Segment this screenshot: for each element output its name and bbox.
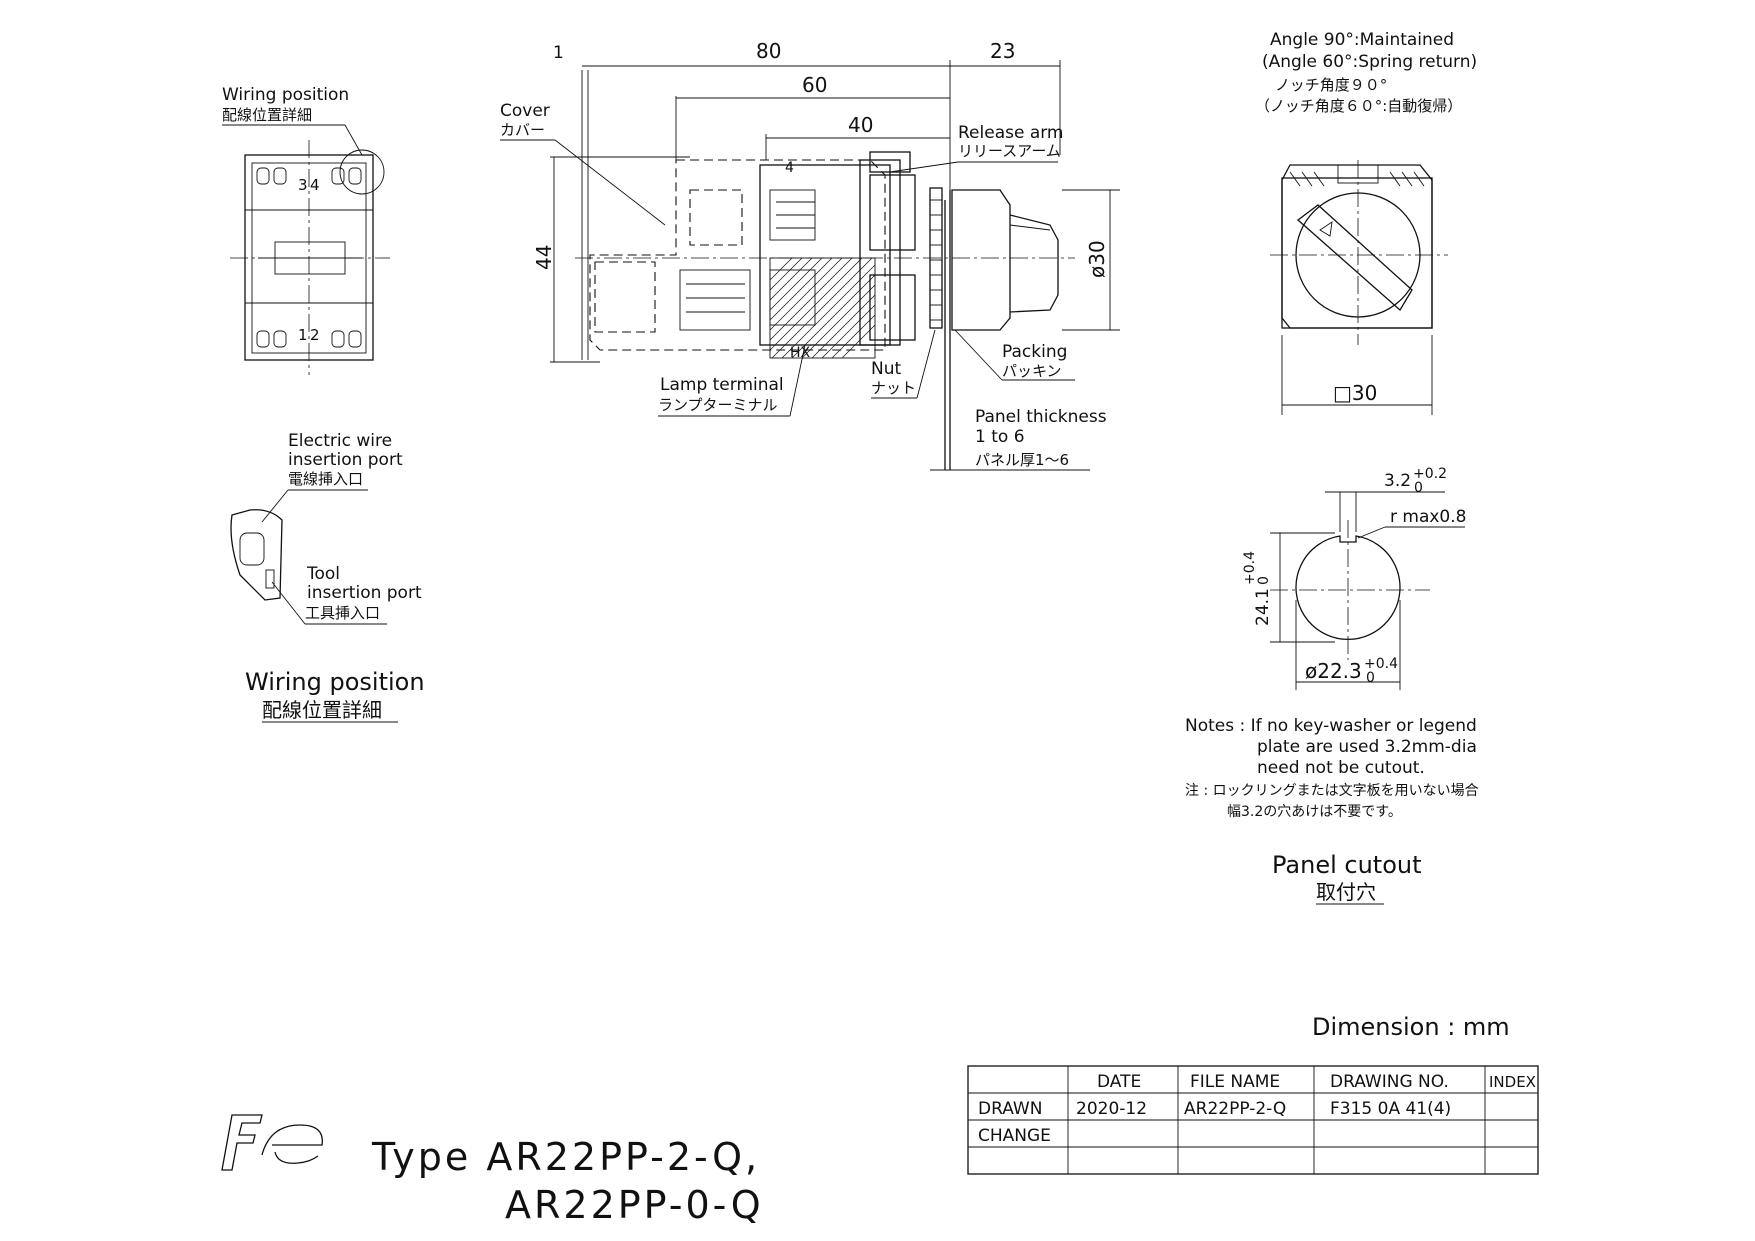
cut-width-tol-lower: 0 xyxy=(1414,480,1423,496)
notes-line-2: plate are used 3.2mm-dia xyxy=(1257,737,1477,757)
tb-header-drawing-no: DRAWING NO. xyxy=(1330,1072,1449,1092)
hatch-label: HX xyxy=(790,345,811,361)
tb-header-date: DATE xyxy=(1097,1072,1141,1092)
dim-44: 44 xyxy=(532,245,556,270)
dim-60: 60 xyxy=(802,73,827,97)
cut-height-tol-lower: 0 xyxy=(1256,576,1272,585)
panel-cutout: 3.2 +0.2 0 r max0.8 24.1 +0.4 0 ø22.3 +0… xyxy=(1185,466,1479,905)
panel-thickness-label-2: 1 to 6 xyxy=(975,427,1025,447)
wiring-position-small-label: Wiring position xyxy=(222,85,349,105)
release-arm-label: Release arm xyxy=(958,123,1064,143)
notes-line-jp-1: 注 : ロックリングまたは文字板を用いない場合 xyxy=(1185,783,1479,799)
terminal-2-label: 2 xyxy=(310,326,320,344)
panel-cutout-title: Panel cutout xyxy=(1272,851,1422,879)
notes-line-3: need not be cutout. xyxy=(1257,758,1425,778)
tb-drawn-file-name: AR22PP-2-Q xyxy=(1184,1099,1286,1119)
cut-width-tol-upper: +0.2 xyxy=(1413,466,1447,482)
side-view: 1 80 23 60 40 44 xyxy=(500,39,1120,471)
cut-height: 24.1 xyxy=(1253,588,1273,626)
panel-cutout-title-jp: 取付穴 xyxy=(1316,880,1376,904)
electric-wire-label-jp: 電線挿入口 xyxy=(288,470,363,488)
panel-thickness-label-jp: パネル厚1～6 xyxy=(975,451,1069,469)
terminal-4-label: 4 xyxy=(310,176,320,194)
notes-line-1: Notes : If no key-washer or legend xyxy=(1185,716,1477,736)
angle-spring-label: (Angle 60°:Spring return) xyxy=(1262,52,1477,72)
cut-radius: r max0.8 xyxy=(1390,507,1466,527)
terminal-3-label: 3 xyxy=(298,176,308,194)
wiring-position-title: Wiring position xyxy=(245,668,425,696)
cut-dia-tol-upper: +0.4 xyxy=(1364,656,1398,672)
electric-wire-label-2: insertion port xyxy=(288,450,403,470)
lamp-terminal-label-jp: ランプターミナル xyxy=(658,396,778,414)
tool-port-label: Tool xyxy=(306,564,340,584)
cut-dia-tol-lower: 0 xyxy=(1366,670,1375,686)
port-detail: Electric wire insertion port 電線挿入口 Tool … xyxy=(230,431,425,723)
cut-width: 3.2 xyxy=(1384,471,1411,491)
lamp-terminal-label: Lamp terminal xyxy=(660,375,784,395)
dim-40: 40 xyxy=(848,113,873,137)
type-line-1: Type AR22PP-2-Q, xyxy=(371,1135,760,1179)
terminal-1-label: 1 xyxy=(298,326,308,344)
title-block: DATE FILE NAME DRAWING NO. INDEX DRAWN 2… xyxy=(967,1065,1539,1175)
dim-dia30: ø30 xyxy=(1085,240,1109,278)
front-view: Angle 90°:Maintained (Angle 60°:Spring r… xyxy=(1255,30,1477,415)
electric-wire-label: Electric wire xyxy=(288,431,392,451)
nut-label: Nut xyxy=(871,359,901,379)
cut-height-tol-upper: +0.4 xyxy=(1242,551,1258,585)
nut-label-jp: ナット xyxy=(871,379,916,397)
angle-label: Angle 90°:Maintained xyxy=(1270,30,1454,50)
packing-label-jp: パッキン xyxy=(1002,362,1062,380)
tb-header-index: INDEX xyxy=(1489,1073,1536,1091)
dim-80: 80 xyxy=(756,39,781,63)
cover-label: Cover xyxy=(500,101,550,121)
notes-line-jp-2: 幅3.2の穴あけは不要です。 xyxy=(1227,804,1402,820)
terminal-4-side: 4 xyxy=(785,160,794,176)
release-arm-label-jp: リリースアーム xyxy=(958,142,1061,160)
wiring-position-title-jp: 配線位置詳細 xyxy=(262,698,382,722)
wiring-position-small-label-jp: 配線位置詳細 xyxy=(222,106,312,124)
dim-sq30: □30 xyxy=(1333,381,1377,405)
angle-label-jp: ノッチ角度９０° xyxy=(1275,76,1387,94)
angle-spring-label-jp: （ノッチ角度６０°:自動復帰） xyxy=(1255,97,1462,115)
dim-23: 23 xyxy=(990,39,1015,63)
dim-1: 1 xyxy=(553,43,564,63)
tb-header-file-name: FILE NAME xyxy=(1190,1072,1280,1092)
tb-drawn-date: 2020-12 xyxy=(1076,1099,1147,1119)
fe-logo-icon xyxy=(221,1114,323,1171)
tb-row-change: CHANGE xyxy=(978,1126,1051,1146)
type-line-2: AR22PP-0-Q xyxy=(505,1183,764,1227)
wiring-position-detail: Wiring position 配線位置詳細 3 4 1 2 xyxy=(222,85,390,375)
tb-row-drawn: DRAWN xyxy=(978,1099,1042,1119)
cut-dia: ø22.3 xyxy=(1305,659,1362,683)
tool-port-label-jp: 工具挿入口 xyxy=(305,604,380,622)
tool-port-label-2: insertion port xyxy=(307,583,422,603)
hatched-area xyxy=(770,258,875,358)
packing-label: Packing xyxy=(1002,342,1067,362)
dimension-unit: Dimension : mm xyxy=(1312,1013,1510,1041)
panel-thickness-label: Panel thickness xyxy=(975,407,1107,427)
tb-drawn-drawing-no: F315 0A 41(4) xyxy=(1330,1099,1451,1119)
cover-label-jp: カバー xyxy=(500,121,545,139)
